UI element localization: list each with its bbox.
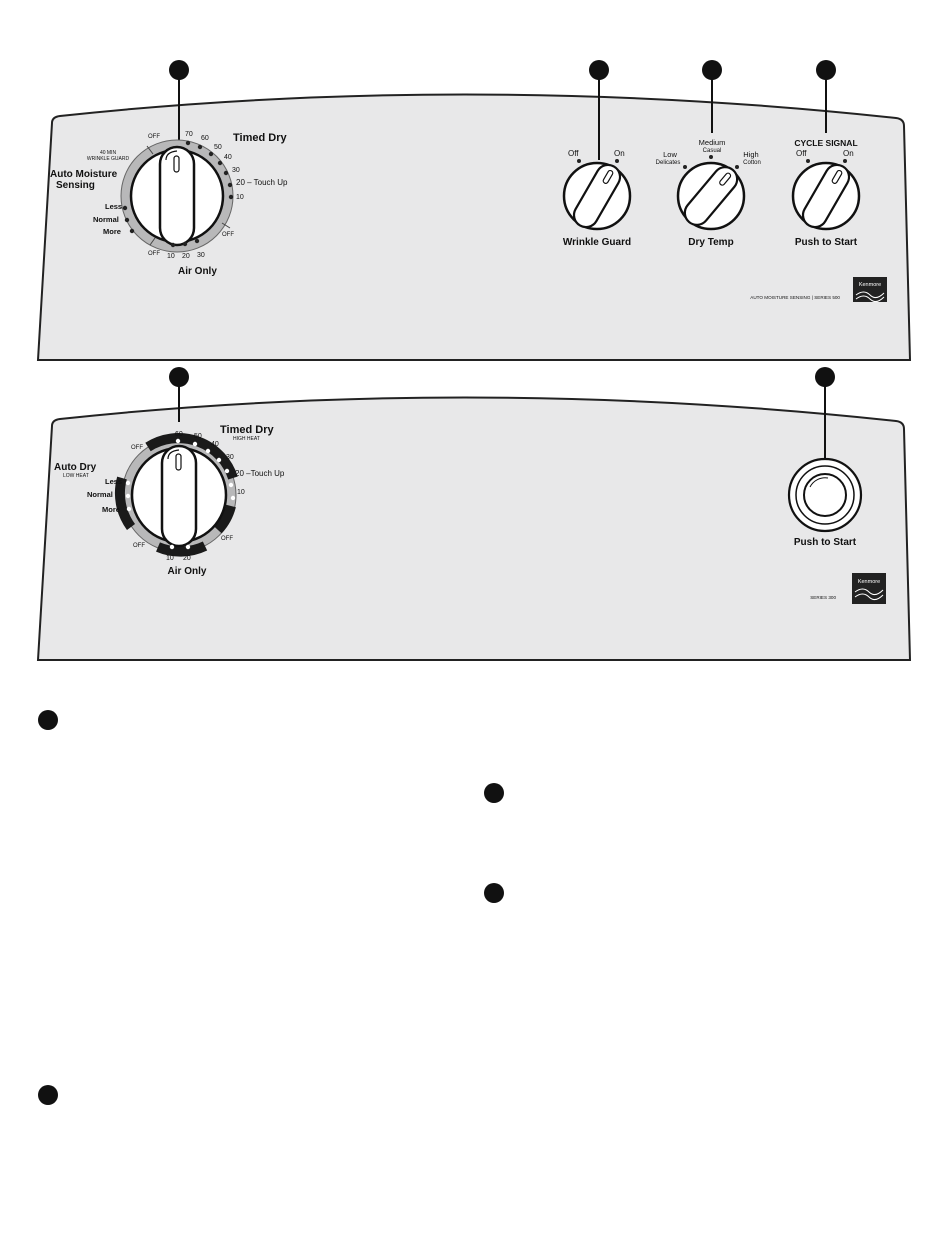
dry-temp-low-dot: [683, 165, 687, 169]
auto2-more: More: [102, 505, 120, 514]
timed-50: 50: [214, 144, 222, 151]
air-20: 20: [182, 253, 190, 260]
dial-dots-auto-2: [125, 480, 132, 512]
dry-temp-medium-dot: [709, 155, 713, 159]
dry-temp-delicates: Delicates: [656, 160, 681, 166]
dial-off-bottom: OFF: [148, 251, 160, 257]
dry-temp-casual: Casual: [703, 148, 722, 154]
auto-more: More: [103, 227, 121, 236]
wrinkle-guard-40min: 40 MIN: [100, 150, 117, 156]
timed2-10: 10: [237, 489, 245, 496]
air-30: 30: [197, 252, 205, 259]
timed-dry-heading-2: Timed Dry: [220, 424, 274, 436]
auto-moisture-line1: Auto Moisture: [50, 169, 118, 180]
dry-temp-high-dot: [735, 165, 739, 169]
push-to-start-label-1: Push to Start: [795, 237, 858, 248]
callout-marker-3: [702, 60, 722, 133]
dry-temp-knob[interactable]: [676, 161, 746, 231]
timed-40: 40: [224, 154, 232, 161]
cycle-dial-labels-1: OFF 40 MIN WRINKLE GUARD Timed Dry 70 60…: [50, 131, 288, 277]
timed-10: 10: [236, 194, 244, 201]
series-300-label: SERIES 300: [810, 595, 836, 600]
callout-marker-4: [816, 60, 836, 133]
dial-dots-auto: [122, 205, 135, 234]
high-heat-label: HIGH HEAT: [233, 436, 260, 442]
kenmore-logo-1: Kenmore: [853, 277, 887, 303]
low-heat-label: LOW HEAT: [63, 473, 89, 479]
air-only-heading: Air Only: [178, 266, 217, 277]
auto-dry-heading: Auto Dry: [54, 462, 97, 473]
cycle-dial-labels-2: OFF Timed Dry HIGH HEAT 60 50 40 30 20 –…: [54, 424, 285, 577]
wrinkle-on-dot: [615, 159, 619, 163]
dry-temp-low: Low: [663, 150, 677, 159]
push-to-start-button[interactable]: [787, 457, 863, 533]
dry-temp-cotton: Cotton: [743, 160, 761, 166]
svg-text:Kenmore: Kenmore: [859, 282, 881, 288]
dry-temp-medium: Medium: [699, 138, 726, 147]
dial-off-top: OFF: [148, 134, 160, 140]
callout-marker-6: [815, 367, 835, 458]
cycle-signal-off-dot: [806, 159, 810, 163]
kenmore-logo-2: Kenmore: [852, 573, 886, 604]
dial2-off-right: OFF: [221, 536, 233, 542]
panel-1-outline: [36, 93, 912, 361]
auto-normal: Normal: [93, 215, 119, 224]
wrinkle-off-dot: [577, 159, 581, 163]
cycle-signal-title: CYCLE SIGNAL: [794, 138, 857, 148]
wrinkle-guard-knob[interactable]: [562, 161, 632, 232]
bullet-marker-3: [484, 883, 504, 903]
dial-dots-air-2: [169, 544, 191, 550]
timed2-40: 40: [211, 441, 219, 448]
dial2-off-top: OFF: [131, 445, 143, 451]
dial2-off-bottom: OFF: [133, 543, 145, 549]
push-to-start-label-2: Push to Start: [794, 537, 857, 548]
callout-marker-2: [589, 60, 609, 160]
dial-dots-timed: [185, 140, 234, 200]
air-10: 10: [167, 253, 175, 260]
dry-temp-high: High: [743, 150, 758, 159]
timed-70: 70: [185, 131, 193, 138]
dial-off-right: OFF: [222, 232, 234, 238]
air-only-heading-2: Air Only: [168, 566, 207, 577]
svg-text:Kenmore: Kenmore: [858, 579, 880, 585]
touch-up-label-2: 20 –Touch Up: [235, 469, 285, 478]
timed-60: 60: [201, 135, 209, 142]
auto-less: Less: [105, 202, 122, 211]
cycle-signal-knob[interactable]: [791, 161, 861, 232]
wrinkle-guard-text: WRINKLE GUARD: [87, 156, 130, 162]
timed2-50: 50: [194, 433, 202, 440]
cycle-selector-knob[interactable]: [120, 139, 234, 253]
cycle-signal-on-dot: [843, 159, 847, 163]
cycle-signal-off: Off: [796, 149, 807, 158]
callout-marker-5: [169, 367, 189, 422]
callout-marker-1: [169, 60, 189, 146]
timed2-60: 60: [175, 431, 183, 438]
panel-2-outline: [36, 396, 912, 661]
timed2-30: 30: [226, 454, 234, 461]
dry-temp-label: Dry Temp: [688, 237, 733, 248]
series-500-label: AUTO MOISTURE SENSING | SERIES 500: [750, 295, 840, 300]
dial-dots-air: [170, 238, 200, 248]
timed-dry-heading: Timed Dry: [233, 132, 287, 144]
touch-up-label: 20 – Touch Up: [236, 178, 288, 187]
cycle-selector-knob-2[interactable]: [114, 433, 238, 557]
bullet-marker-1: [38, 710, 58, 730]
auto2-less: Less: [105, 477, 122, 486]
cycle-signal-on: On: [843, 149, 854, 158]
air2-20: 20: [183, 555, 191, 562]
bullet-marker-2: [484, 783, 504, 803]
wrinkle-guard-label: Wrinkle Guard: [563, 237, 631, 248]
auto2-normal: Normal: [87, 490, 113, 499]
timed-30: 30: [232, 167, 240, 174]
bullet-marker-4: [38, 1085, 58, 1105]
wrinkle-off-label: Off: [568, 149, 579, 158]
dial-dots-timed-2: [175, 438, 236, 501]
wrinkle-on-label: On: [614, 149, 625, 158]
air2-10: 10: [166, 555, 174, 562]
auto-moisture-line2: Sensing: [56, 180, 95, 191]
